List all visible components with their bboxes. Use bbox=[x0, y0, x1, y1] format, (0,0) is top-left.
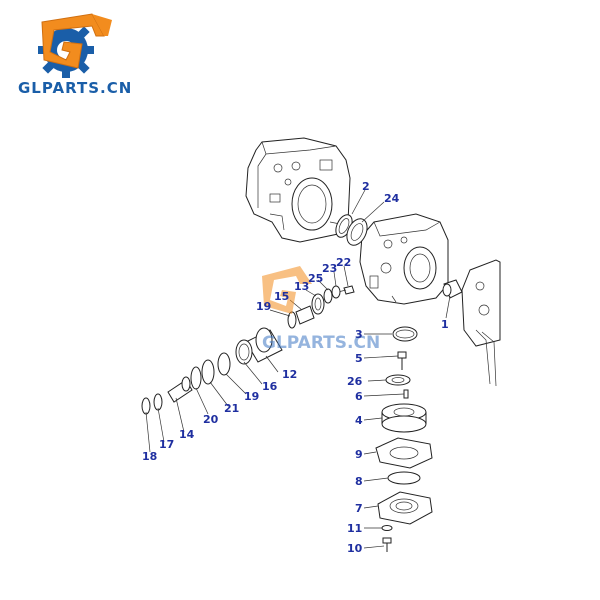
gasket-9 bbox=[375, 437, 433, 469]
callout-13: 13 bbox=[294, 280, 309, 293]
callout-19-upper: 19 bbox=[256, 300, 271, 313]
bushing-1 bbox=[442, 279, 463, 299]
callout-12: 12 bbox=[282, 368, 297, 381]
washer-11 bbox=[381, 525, 393, 531]
bolt-10 bbox=[382, 537, 392, 552]
callout-7: 7 bbox=[355, 502, 363, 515]
pump-housing-upper bbox=[245, 137, 351, 243]
callout-5: 5 bbox=[355, 352, 363, 365]
nut-25 bbox=[323, 288, 333, 304]
callout-11: 11 bbox=[347, 522, 362, 535]
cap-4 bbox=[381, 403, 427, 433]
callout-9: 9 bbox=[355, 448, 363, 461]
bearing-13 bbox=[311, 293, 325, 315]
gear-26 bbox=[385, 374, 411, 386]
pin-6 bbox=[403, 389, 409, 399]
callout-1: 1 bbox=[441, 318, 449, 331]
shaft-14 bbox=[167, 376, 193, 403]
callout-19-lower: 19 bbox=[244, 390, 259, 403]
callout-17: 17 bbox=[159, 438, 174, 451]
callout-25: 25 bbox=[308, 272, 323, 285]
pump-housing-right bbox=[461, 259, 501, 387]
clip-18 bbox=[141, 397, 151, 415]
sleeve-12 bbox=[245, 327, 283, 363]
callout-3: 3 bbox=[355, 328, 363, 341]
seal-ring-3 bbox=[392, 326, 418, 342]
callout-14: 14 bbox=[179, 428, 195, 441]
callout-10: 10 bbox=[347, 542, 363, 555]
callout-15: 15 bbox=[274, 290, 289, 303]
ring-21 bbox=[201, 359, 215, 385]
collar-23 bbox=[331, 285, 341, 299]
bearing-16 bbox=[235, 339, 253, 365]
spacer-15 bbox=[295, 305, 315, 325]
bolt-22 bbox=[337, 285, 355, 295]
snap-ring-19-upper bbox=[287, 311, 297, 329]
callout-6: 6 bbox=[355, 390, 363, 403]
leader-lines bbox=[145, 189, 451, 549]
callout-21: 21 bbox=[224, 402, 239, 415]
callout-16: 16 bbox=[262, 380, 278, 393]
o-ring-8 bbox=[387, 471, 421, 485]
callout-labels: 2 24 1 22 23 25 13 15 19 12 16 19 21 20 … bbox=[142, 180, 449, 555]
brand-logo: GLPARTS.CN bbox=[18, 13, 132, 97]
ring-20 bbox=[190, 366, 202, 390]
bolt-5 bbox=[397, 351, 407, 370]
callout-18: 18 bbox=[142, 450, 157, 463]
callout-4: 4 bbox=[355, 414, 363, 427]
snap-ring-19-lower bbox=[217, 352, 231, 376]
callout-26: 26 bbox=[347, 375, 363, 388]
bucket-logo-icon bbox=[41, 13, 112, 69]
callout-24: 24 bbox=[384, 192, 400, 205]
watermark-text: GLPARTS.CN bbox=[262, 333, 380, 353]
callout-22: 22 bbox=[336, 256, 351, 269]
callout-2: 2 bbox=[362, 180, 370, 193]
pump-housing-main bbox=[359, 213, 449, 305]
brand-name: GLPARTS.CN bbox=[18, 79, 132, 97]
callout-20: 20 bbox=[203, 413, 219, 426]
cover-plate-7 bbox=[377, 491, 433, 525]
gear-ring-24 bbox=[346, 218, 368, 246]
washer-17 bbox=[153, 393, 163, 411]
callout-23: 23 bbox=[322, 262, 337, 275]
callout-8: 8 bbox=[355, 475, 363, 488]
watermark: GLPARTS.CN bbox=[262, 266, 380, 353]
